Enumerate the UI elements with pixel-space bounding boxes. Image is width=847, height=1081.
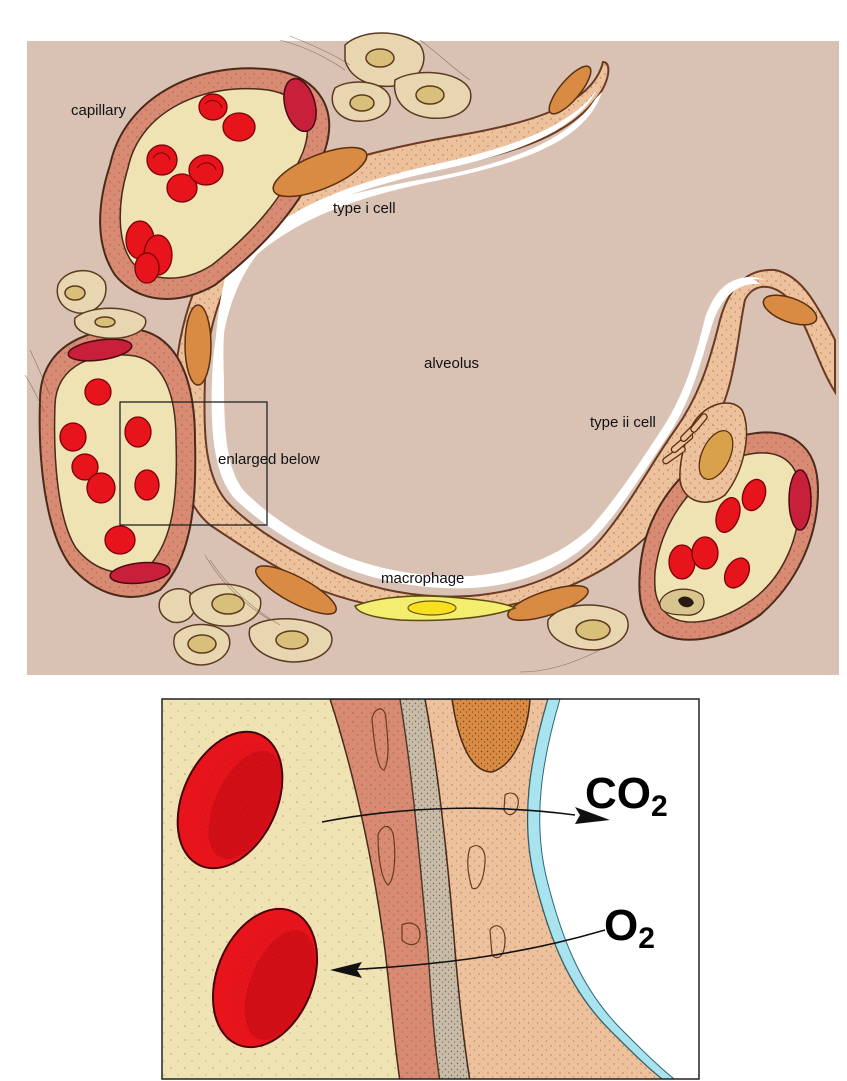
co2-arrow (321, 807, 576, 823)
inset-surfactant-film (527, 699, 676, 1079)
label-capillary: capillary (71, 102, 127, 119)
gas-exchange-arrows (321, 807, 606, 971)
microvilli (662, 413, 708, 465)
label-macrophage: macrophage (381, 570, 464, 587)
type-ii-cell (662, 402, 748, 503)
inset-frame (161, 698, 700, 1080)
endothelial-nucleus (109, 561, 171, 585)
label-enlarged-below: enlarged below (218, 451, 320, 468)
interstitial-cells (56, 32, 629, 666)
endothelial-nucleus (283, 77, 317, 133)
enlarged-inset: CO2 O2 (161, 698, 700, 1080)
label-type-ii-cell: type ii cell (590, 414, 656, 431)
enlargement-box (119, 401, 268, 526)
endothelial-nucleus (67, 338, 133, 362)
capillary-upper-left (99, 67, 330, 300)
overview-panel: capillary type i cell alveolus type ii c… (27, 32, 839, 675)
endothelial-nucleus (788, 469, 812, 531)
label-co2: CO2 (585, 769, 668, 823)
o2-arrow (344, 929, 606, 971)
inset-red-blood-cells (176, 730, 319, 1049)
label-o2: O2 (604, 901, 655, 955)
label-alveolus: alveolus (424, 355, 479, 372)
capillary-lower-left (38, 328, 197, 598)
red-blood-cells (59, 378, 160, 555)
connective-fibers (24, 35, 601, 673)
o2-arrowhead (330, 962, 362, 978)
inset-organelles (371, 708, 519, 959)
label-type-i-cell: type i cell (333, 200, 396, 217)
red-blood-cells (668, 478, 767, 589)
red-blood-cells (125, 93, 256, 284)
macrophage (354, 595, 517, 622)
co2-arrowhead (575, 807, 610, 824)
type-i-cell-nuclei (184, 65, 818, 622)
